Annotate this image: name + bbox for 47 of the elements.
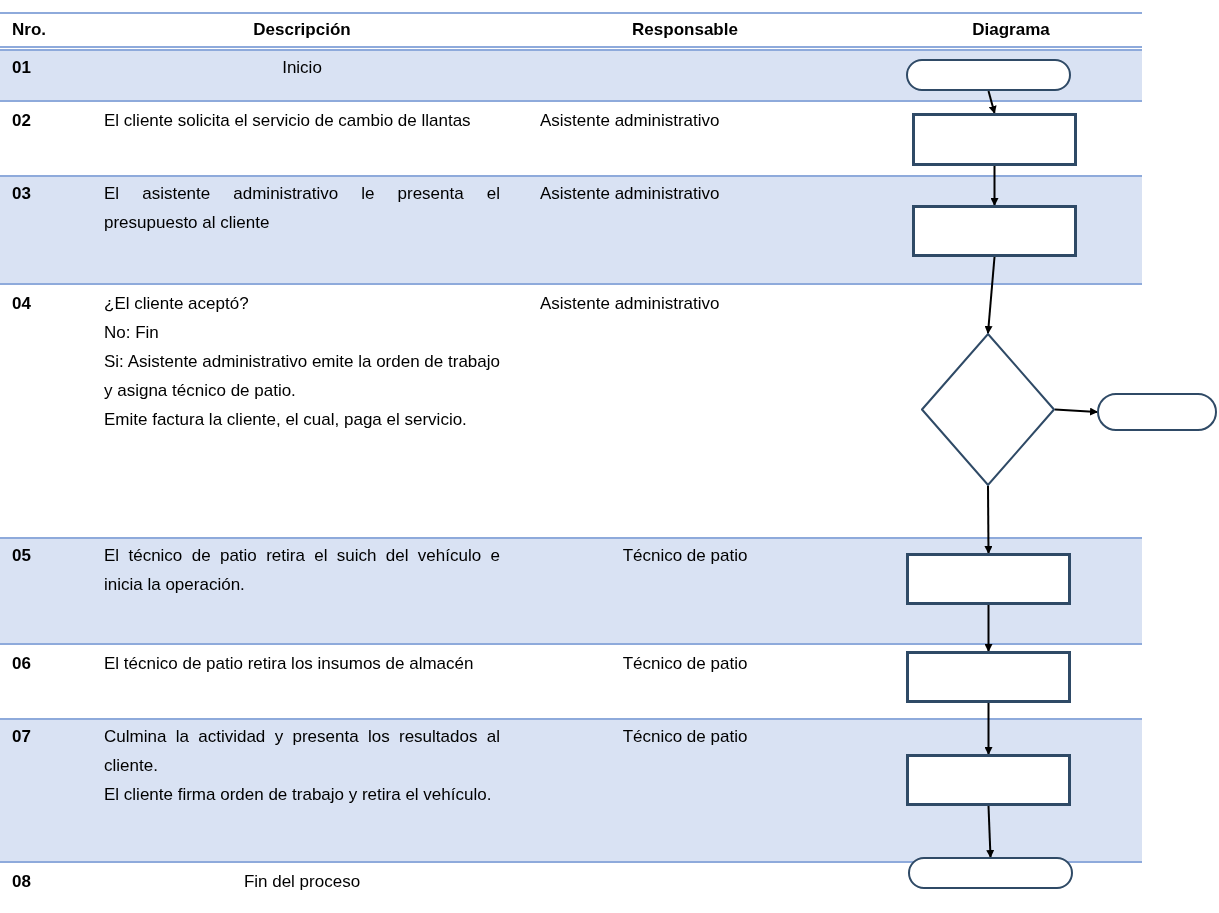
responsible-role: Asistente administrativo (539, 293, 721, 315)
terminator-shape (1097, 393, 1217, 431)
arrow (986, 805, 995, 858)
step-description: El técnico de patio retira el suich del vehículo e inicia la operación. (104, 545, 500, 596)
arrow (987, 90, 997, 114)
arrow (984, 256, 996, 334)
step-number: 01 (12, 57, 32, 79)
step-description: El cliente firma orden de trabajo y retira el vehículo. (104, 784, 493, 806)
step-number: 03 (12, 183, 32, 205)
step-description: El técnico de patio retira los insumos de almacén (104, 653, 475, 675)
step-number: 08 (12, 871, 32, 893)
responsible-role: Técnico de patio (621, 653, 749, 675)
step-description: No: Fin (104, 322, 160, 344)
process-box (912, 205, 1077, 257)
process-box (906, 754, 1071, 806)
step-number: 06 (12, 653, 32, 675)
step-description: El cliente solicita el servicio de cambio de llantas (104, 110, 472, 132)
step-description: ¿El cliente aceptó? (104, 293, 250, 315)
process-box (906, 553, 1071, 605)
process-box (912, 113, 1077, 166)
column-header: Diagrama (971, 19, 1051, 41)
arrow (984, 485, 993, 554)
step-description: El asistente administrativo le presenta el presupuesto al cliente (104, 183, 500, 234)
arrow (990, 165, 999, 206)
column-header: Descripción (252, 19, 352, 41)
arrow (984, 702, 993, 755)
terminator-shape (908, 857, 1073, 889)
arrow (984, 604, 993, 652)
column-header: Nro. (12, 19, 47, 41)
step-number: 04 (12, 293, 32, 315)
column-header: Responsable (631, 19, 739, 41)
step-description: Culmina la actividad y presenta los resultados al cliente. (104, 726, 500, 777)
step-number: 05 (12, 545, 32, 567)
responsible-role: Asistente administrativo (539, 183, 721, 205)
responsible-role: Técnico de patio (621, 545, 749, 567)
step-description: Emite factura la cliente, el cual, paga el servicio. (104, 409, 468, 431)
process-box (906, 651, 1071, 703)
arrow (1054, 407, 1098, 416)
step-number: 02 (12, 110, 32, 132)
step-description: Si: Asistente administrativo emite la orden de trabajo y asigna técnico de patio. (104, 351, 500, 402)
responsible-role: Asistente administrativo (539, 110, 721, 132)
responsible-role: Técnico de patio (621, 726, 749, 748)
step-number: 07 (12, 726, 32, 748)
step-description: Fin del proceso (242, 871, 362, 893)
terminator-shape (906, 59, 1071, 91)
step-description: Inicio (281, 57, 323, 79)
decision-diamond (921, 333, 1055, 486)
